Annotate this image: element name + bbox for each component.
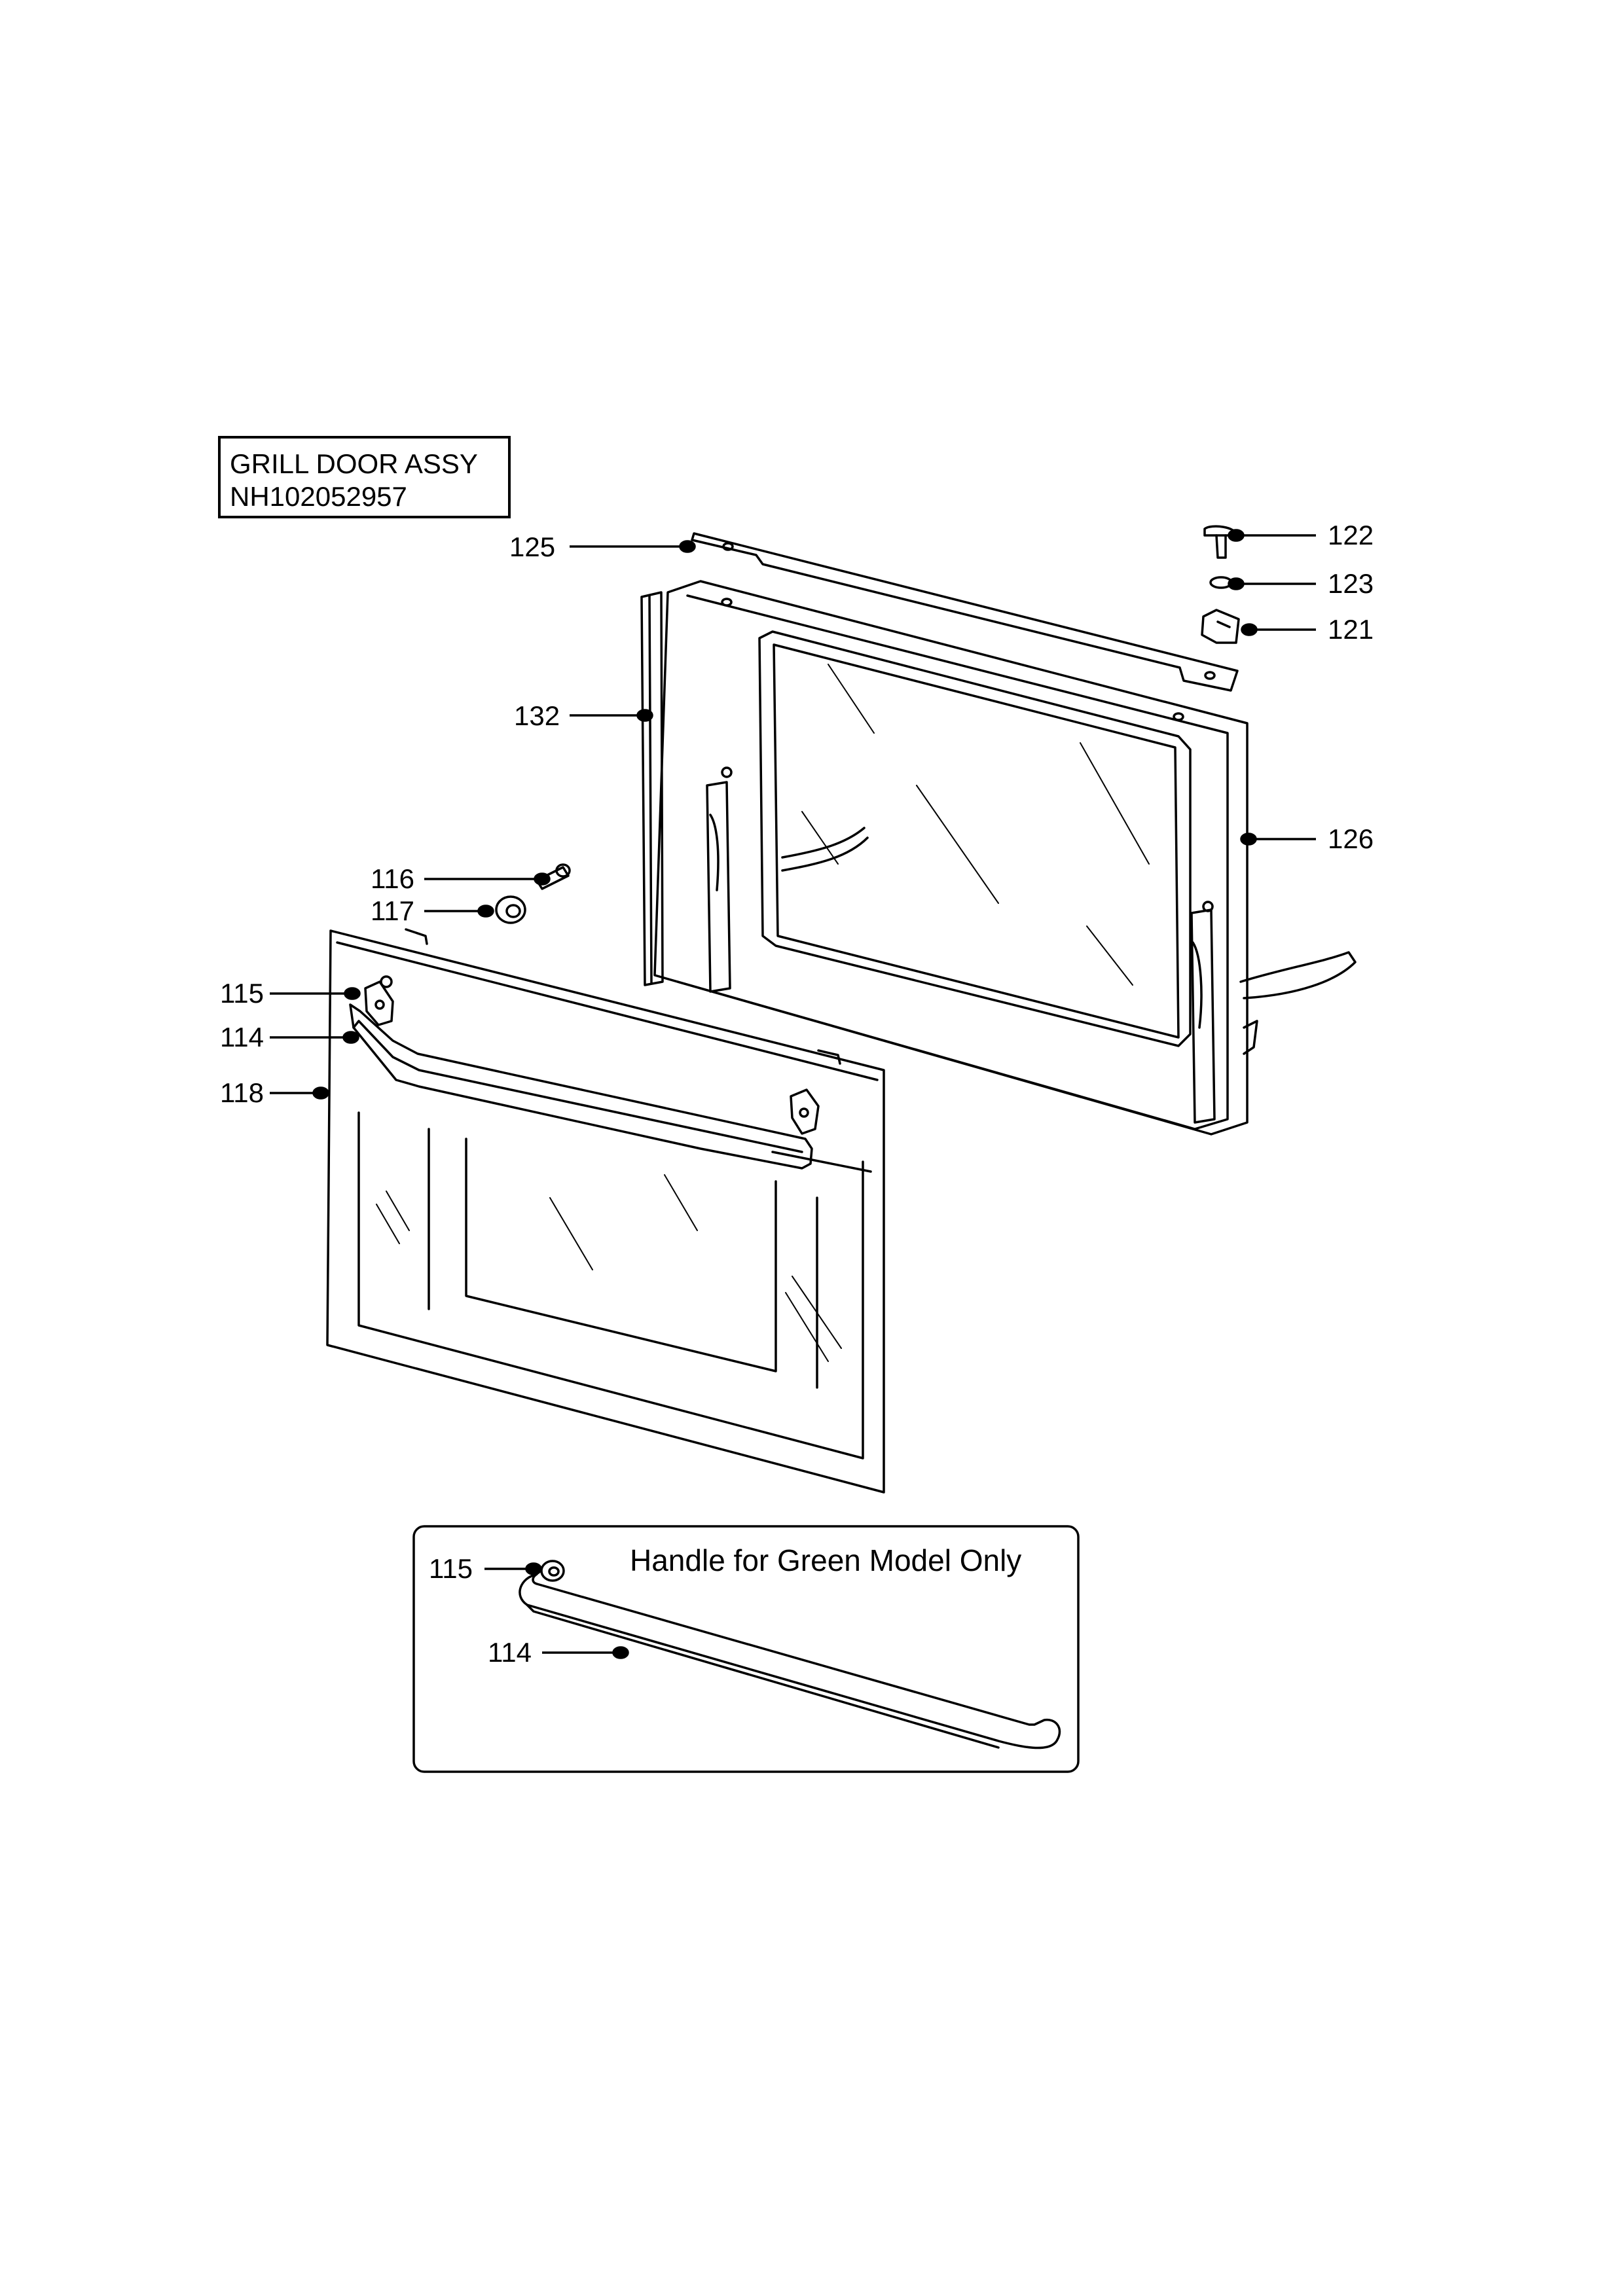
leader-121 <box>1241 623 1316 636</box>
label-118: 118 <box>220 1077 264 1108</box>
spring-clip <box>1201 609 1240 644</box>
assembly-part-number: NH102052957 <box>230 481 407 512</box>
inner-door-frame <box>653 580 1357 1136</box>
outer-glass-reflections <box>376 1174 842 1362</box>
inner-glass-reflections <box>801 664 1150 986</box>
label-116: 116 <box>371 863 414 894</box>
leader-132 <box>570 709 653 722</box>
label-125: 125 <box>509 531 555 562</box>
leader-114 <box>270 1031 359 1044</box>
inset-handle <box>519 1573 1061 1749</box>
handle-bracket <box>364 980 820 1135</box>
title-box: GRILL DOOR ASSY NH102052957 <box>218 436 511 518</box>
door-handle <box>349 1003 813 1170</box>
label-121: 121 <box>1328 614 1374 645</box>
leader-115 <box>270 987 361 1000</box>
door-side-seal <box>640 591 664 986</box>
assembly-name: GRILL DOOR ASSY <box>230 448 478 479</box>
hinge-bush <box>495 895 526 924</box>
inset-caption: Handle for Green Model Only <box>630 1543 1021 1577</box>
label-117: 117 <box>371 895 414 926</box>
label-123: 123 <box>1328 568 1374 599</box>
inset-box <box>412 1525 1080 1773</box>
leader-117 <box>424 905 494 918</box>
label-126: 126 <box>1328 823 1374 854</box>
leader-118 <box>270 1086 329 1100</box>
outer-door-panel <box>326 928 885 1494</box>
label-132: 132 <box>514 700 560 731</box>
label-114: 114 <box>220 1022 264 1052</box>
leader-115-inset <box>484 1562 542 1575</box>
leader-125 <box>570 540 696 553</box>
label-115: 115 <box>220 978 264 1009</box>
label-122: 122 <box>1328 520 1374 550</box>
leader-123 <box>1228 577 1316 590</box>
hinge-bolt <box>536 863 571 890</box>
leader-126 <box>1240 833 1316 846</box>
label-114-inset: 114 <box>488 1637 532 1668</box>
inset-handle-bush <box>540 1560 565 1582</box>
label-115-inset: 115 <box>429 1553 473 1584</box>
top-trim-strip <box>691 532 1239 692</box>
leader-122 <box>1228 529 1316 542</box>
leader-116 <box>424 872 551 886</box>
leader-114-inset <box>542 1646 629 1659</box>
